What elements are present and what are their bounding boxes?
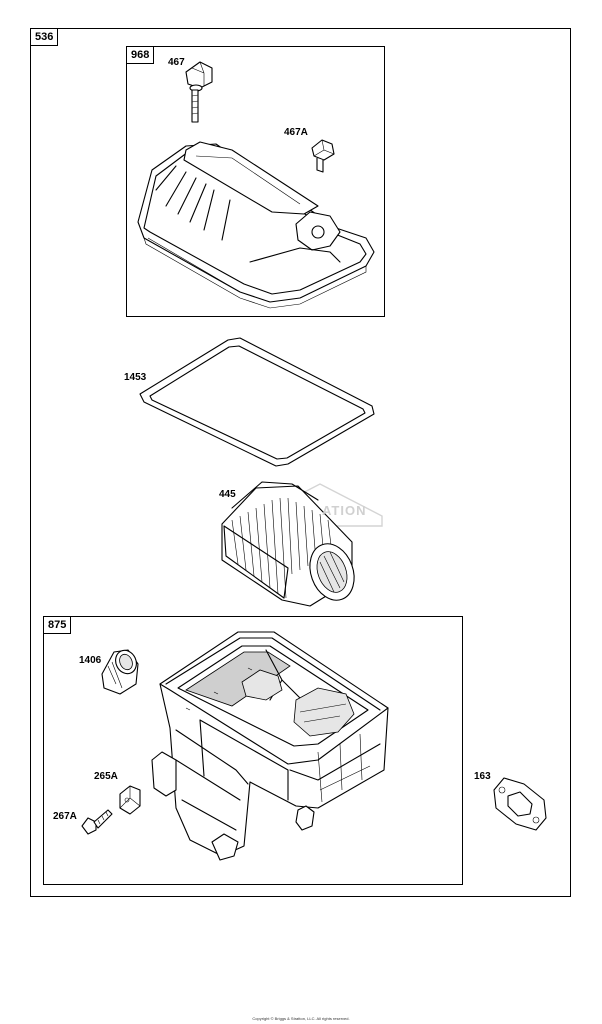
- assembly-tag: 536: [30, 28, 59, 46]
- callout-163[interactable]: 163: [474, 771, 491, 782]
- subassembly-tag-875: 875: [43, 616, 72, 634]
- assembly-frame-536: [30, 28, 571, 897]
- part-968-cover: [137, 141, 375, 309]
- subassembly-frame-875: [43, 616, 463, 885]
- part-163-gasket: [493, 777, 547, 831]
- part-467a-knob: [311, 139, 335, 173]
- subassembly-frame-968: [126, 46, 385, 317]
- callout-1453[interactable]: 1453: [124, 372, 147, 383]
- callout-265a[interactable]: 265A: [94, 771, 118, 782]
- part-875-housing: [151, 631, 389, 861]
- part-267a-screw: [81, 809, 113, 835]
- callout-467a[interactable]: 467A: [284, 127, 308, 138]
- callout-267a[interactable]: 267A: [53, 811, 77, 822]
- callout-445[interactable]: 445: [219, 489, 236, 500]
- part-445-filter: [221, 481, 355, 607]
- copyright-notice: Copyright © Briggs & Stratton, LLC. All …: [252, 1016, 350, 1021]
- callout-1406[interactable]: 1406: [79, 655, 102, 666]
- callout-467[interactable]: 467: [168, 57, 185, 68]
- part-1406-elbow: [101, 649, 139, 695]
- part-1453-gasket: [139, 337, 375, 467]
- part-265a-clip: [119, 785, 141, 815]
- subassembly-tag-968: 968: [126, 46, 155, 64]
- watermark-text: ATION: [322, 503, 367, 518]
- part-467-knob-screw: [185, 61, 213, 123]
